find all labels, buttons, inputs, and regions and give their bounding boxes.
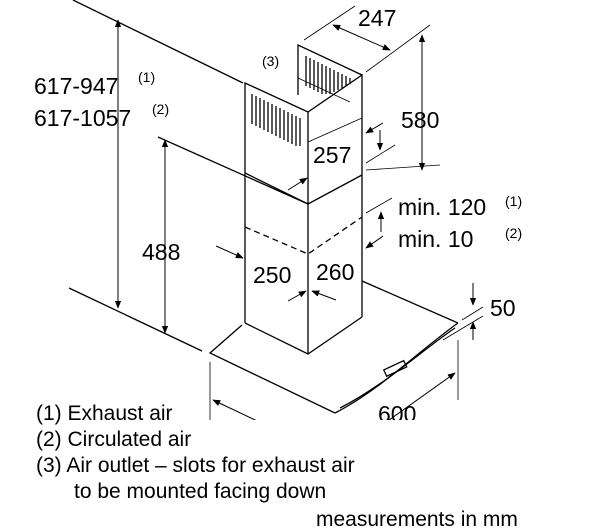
wall-lines <box>68 0 309 352</box>
dim-488-depth: 488 <box>244 415 282 420</box>
dim-257: 257 <box>313 142 351 168</box>
hood-canopy <box>208 280 459 414</box>
note-1b: (1) <box>505 193 522 209</box>
legend-air-outlet: (3) Air outlet – slots for exhaust air <box>36 454 355 477</box>
note-2: (2) <box>152 101 169 117</box>
air-outlet-slots-rear <box>305 56 351 94</box>
dim-min-10: min. 10 <box>398 226 473 252</box>
units-note: measurements in mm <box>316 508 518 531</box>
dim-580: 580 <box>401 107 439 133</box>
control-panel-icon <box>382 359 408 378</box>
dim-total-height-circulated: 617-1057 <box>34 105 131 131</box>
dim-min-120: min. 120 <box>398 194 486 220</box>
dimension-lines <box>114 5 484 420</box>
note-1: (1) <box>138 69 155 85</box>
dim-247: 247 <box>358 5 396 31</box>
air-outlet-slots-front <box>251 94 301 146</box>
dim-50: 50 <box>490 295 516 321</box>
chimney-back-panel <box>297 43 363 103</box>
dim-600: 600 <box>378 401 416 420</box>
legend-circulated-air: (2) Circulated air <box>36 428 192 451</box>
dim-250: 250 <box>253 262 291 288</box>
legend-exhaust-air: (1) Exhaust air <box>36 402 173 425</box>
dim-488-height: 488 <box>142 239 180 265</box>
chimney <box>244 73 363 355</box>
dim-total-height-exhaust: 617-947 <box>34 73 118 99</box>
technical-drawing: 247 (3) 580 257 617-947 (1) 617-1057 (2)… <box>34 0 522 420</box>
legend-air-outlet-cont: to be mounted facing down <box>74 480 327 503</box>
dim-260: 260 <box>316 259 354 285</box>
outlet-callout: (3) <box>262 53 279 69</box>
note-2b: (2) <box>505 225 522 241</box>
